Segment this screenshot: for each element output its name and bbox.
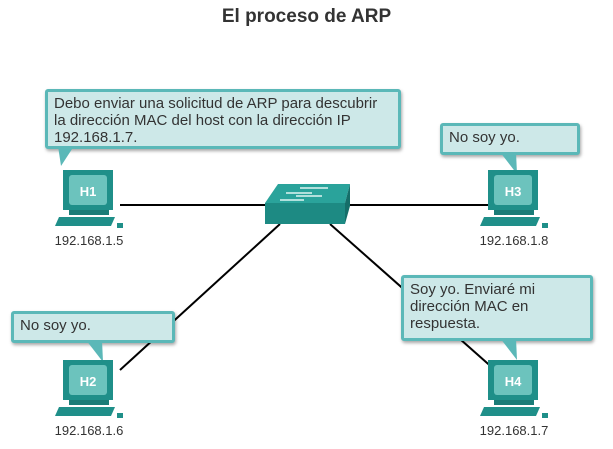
- bubble-text-h2: No soy yo.: [20, 317, 91, 334]
- bubble-text-h1: Debo enviar una solicitud de ARP para de…: [54, 95, 378, 146]
- host-label: H2: [80, 374, 97, 389]
- speech-bubble-h1: Debo enviar una solicitud de ARP para de…: [45, 89, 401, 149]
- bubble-tail-h1: [58, 146, 74, 166]
- bubble-tail-h4: [500, 338, 517, 360]
- bubble-tail-h2: [86, 340, 103, 362]
- host-label: H3: [505, 184, 522, 199]
- host-ip: 192.168.1.6: [54, 423, 124, 438]
- computer-icon: H4: [480, 360, 548, 418]
- computer-icon: H2: [55, 360, 123, 418]
- host-ip: 192.168.1.8: [479, 233, 549, 248]
- host-ip: 192.168.1.5: [54, 233, 124, 248]
- host-h1[interactable]: H1 192.168.1.5: [44, 170, 134, 248]
- link-switch-h2: [119, 223, 281, 371]
- bubble-text-h4: Soy yo. Enviaré mi dirección MAC en resp…: [410, 281, 536, 332]
- speech-bubble-h3: No soy yo.: [440, 123, 580, 155]
- computer-icon: H3: [480, 170, 548, 228]
- host-label: H1: [80, 184, 97, 199]
- diagram-title: El proceso de ARP: [221, 6, 392, 27]
- host-h3[interactable]: H3 192.168.1.8: [469, 170, 559, 248]
- switch-icon: [265, 184, 350, 224]
- bubble-tail-h3: [500, 152, 517, 174]
- speech-bubble-h2: No soy yo.: [11, 311, 175, 343]
- computer-icon: H1: [55, 170, 123, 228]
- host-ip: 192.168.1.7: [479, 423, 549, 438]
- host-h4[interactable]: H4 192.168.1.7: [469, 360, 559, 438]
- bubble-text-h3: No soy yo.: [449, 129, 520, 146]
- host-h2[interactable]: H2 192.168.1.6: [44, 360, 134, 438]
- host-label: H4: [505, 374, 522, 389]
- speech-bubble-h4: Soy yo. Enviaré mi dirección MAC en resp…: [401, 275, 593, 341]
